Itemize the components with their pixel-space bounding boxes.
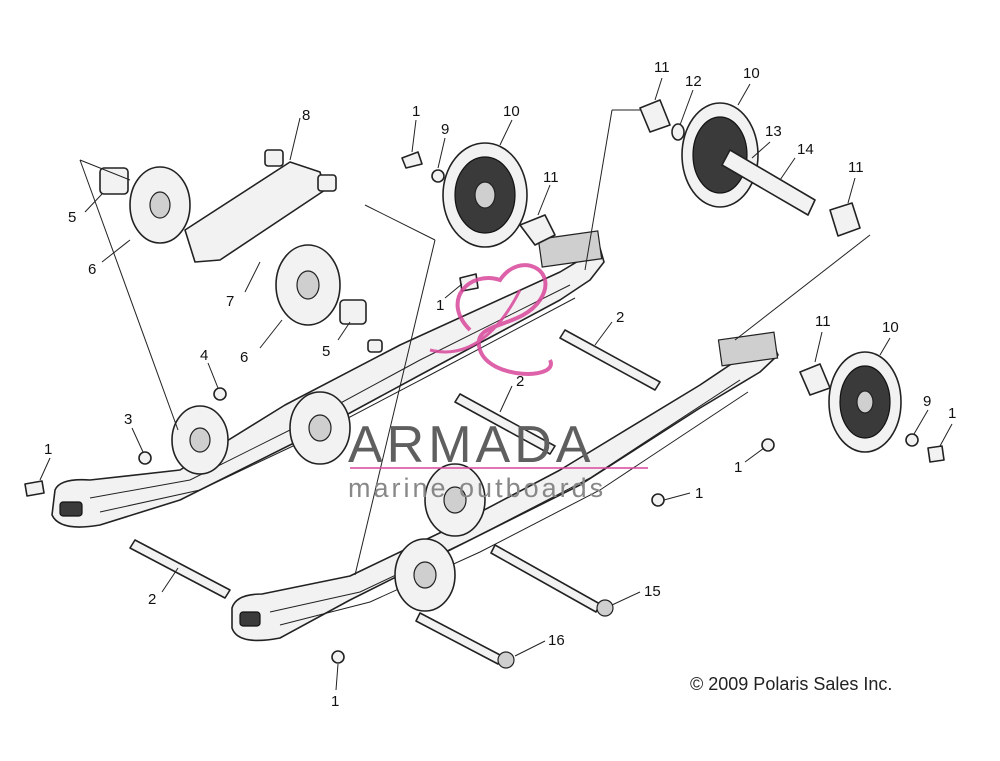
callout-5: 5 (68, 209, 76, 226)
callout-6: 6 (88, 261, 96, 278)
copyright-text: © 2009 Polaris Sales Inc. (690, 674, 892, 694)
callout-2: 2 (516, 373, 524, 390)
center-wheel (401, 142, 556, 248)
callout-1: 1 (412, 103, 420, 120)
long-bolts (415, 544, 614, 669)
callout-12: 12 (685, 73, 702, 90)
callout-1: 1 (44, 441, 52, 458)
callout-13: 13 (765, 123, 782, 140)
callout-9: 9 (923, 393, 931, 410)
callout-11: 11 (848, 159, 864, 176)
callout-10: 10 (743, 65, 760, 82)
callout-14: 14 (797, 141, 814, 158)
callout-8: 8 (302, 107, 310, 124)
callout-1: 1 (734, 459, 742, 476)
callout-11: 11 (543, 169, 559, 186)
callout-4: 4 (200, 347, 208, 364)
callout-3: 3 (124, 411, 132, 428)
rail-wheels (171, 391, 486, 612)
callout-2: 2 (616, 309, 624, 326)
leader-lines (39, 77, 953, 691)
callout-10: 10 (503, 103, 520, 120)
callout-1: 1 (948, 405, 956, 422)
callout-11: 11 (815, 313, 831, 330)
callout-15: 15 (644, 583, 661, 600)
callout-10: 10 (882, 319, 899, 336)
watermark-logo (429, 263, 553, 376)
callout-1: 1 (436, 297, 444, 314)
callout-16: 16 (548, 632, 565, 649)
callout-11: 11 (654, 59, 670, 76)
callout-5: 5 (322, 343, 330, 360)
lower-right-wheel (799, 351, 945, 463)
axle-assembly (639, 99, 861, 237)
callouts: 1 1 1 1 1 1 1 2 2 2 3 4 5 5 6 6 7 8 9 9 … (44, 59, 956, 710)
cross-shafts (129, 329, 661, 599)
callout-1: 1 (331, 693, 339, 710)
callout-9: 9 (441, 121, 449, 138)
callout-7: 7 (226, 293, 234, 310)
watermark-brand: ARMADA (348, 416, 594, 474)
watermark-tagline: marine outboards (348, 473, 606, 503)
callout-6: 6 (240, 349, 248, 366)
right-rail (231, 331, 779, 642)
upper-wheel-assembly (99, 149, 383, 353)
callout-1: 1 (695, 485, 703, 502)
callout-2: 2 (148, 591, 156, 608)
